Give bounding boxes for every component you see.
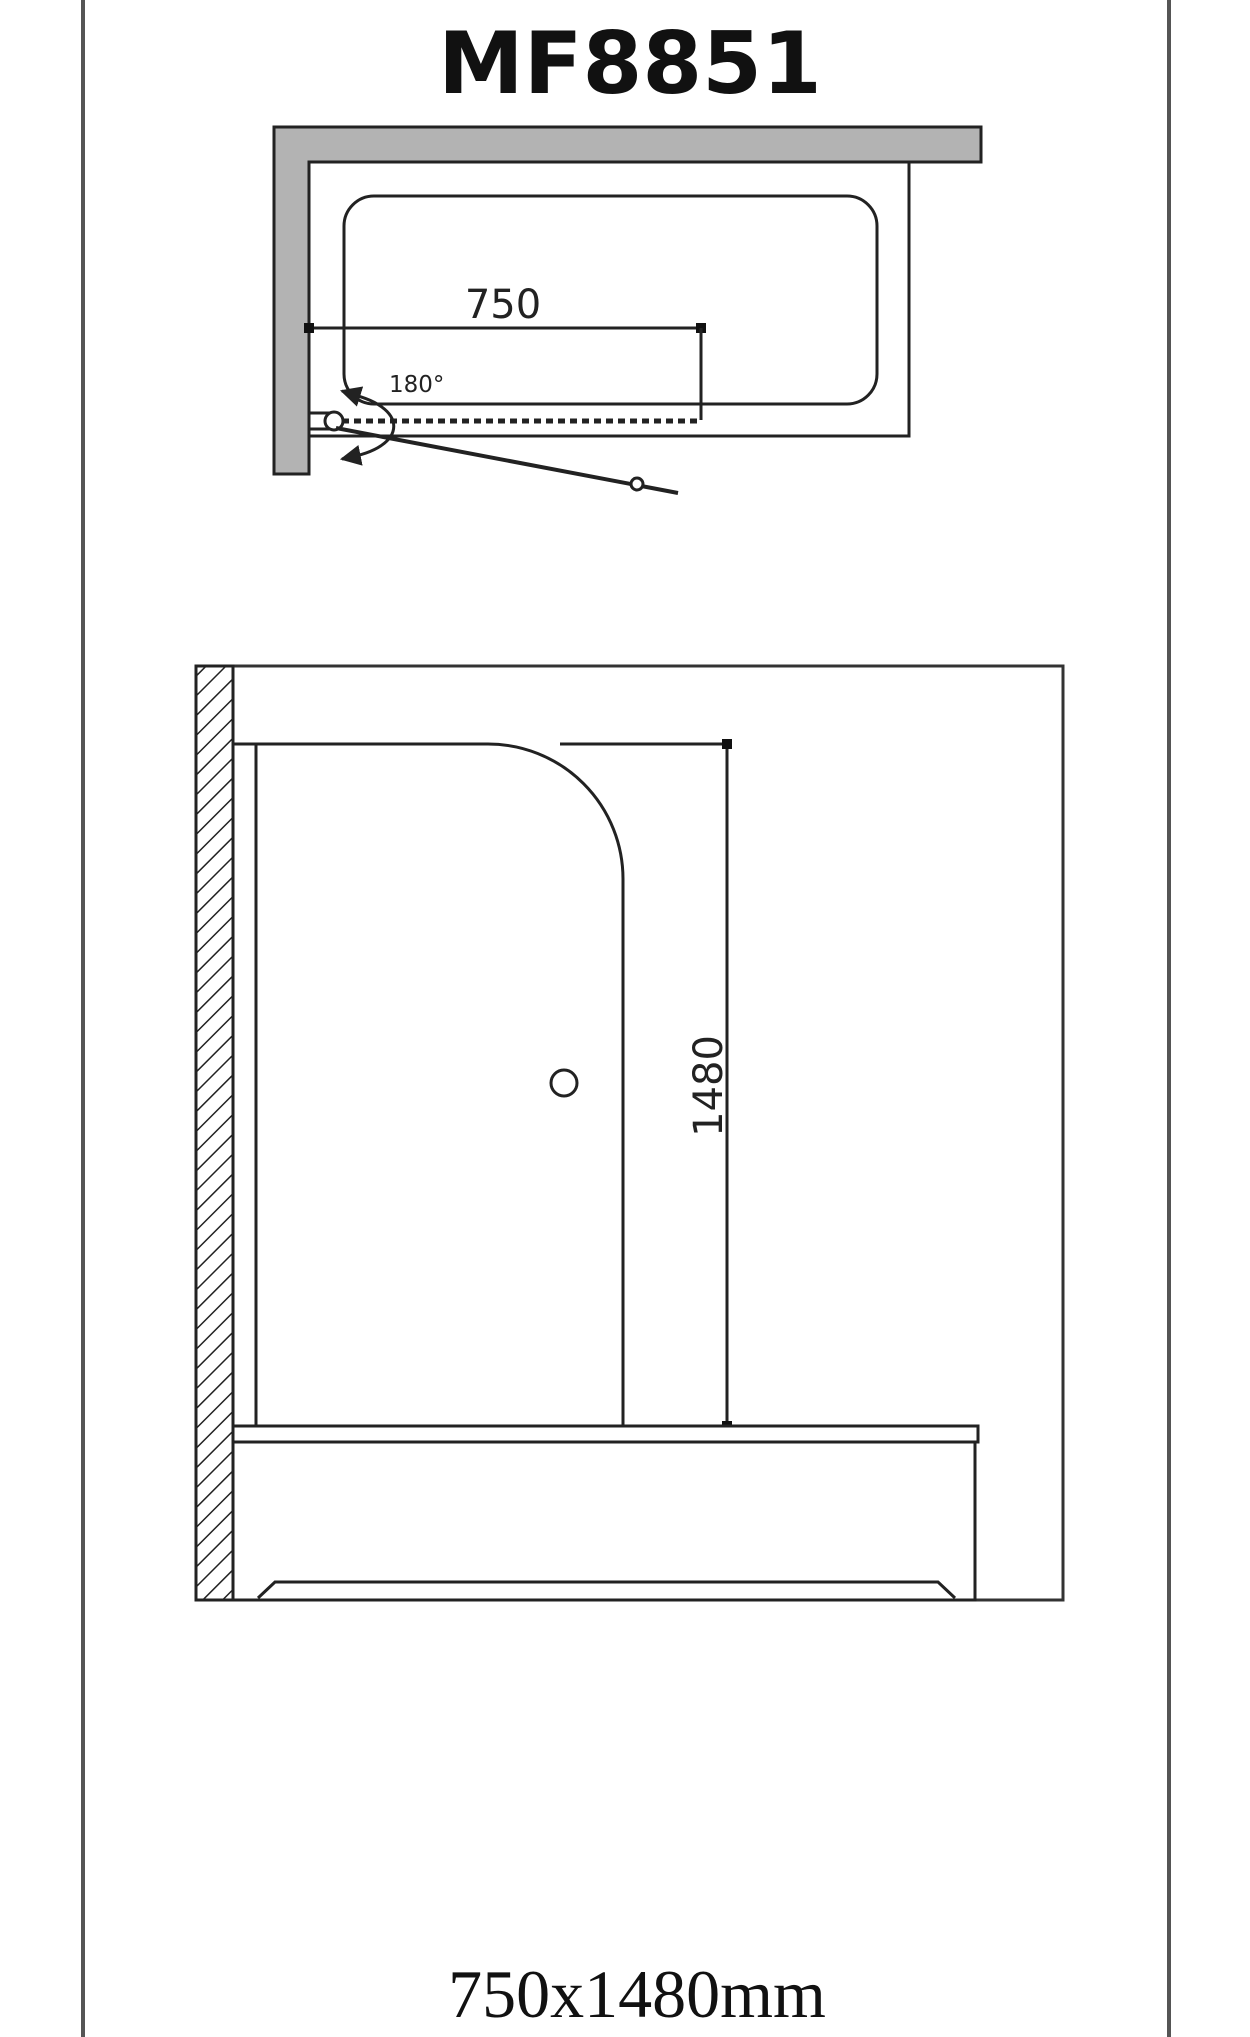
plan-screen-open [335, 426, 679, 495]
elevation-height-label: 1480 [686, 1035, 732, 1137]
plan-bathtub-inner [342, 194, 879, 406]
elevation-wall-profile [231, 742, 258, 1428]
plan-hinge-pivot [323, 410, 345, 432]
model-title: MF8851 [438, 14, 822, 114]
top-view: 750 180° [272, 125, 983, 495]
elevation-handle-knob [549, 1068, 579, 1098]
elevation-wall-hatch [194, 664, 235, 1602]
plan-width-label: 750 [465, 282, 541, 328]
plan-dimension-tick-left [304, 323, 314, 333]
elevation-dim-tick-top [722, 739, 732, 749]
elevation-tub-base [256, 1580, 957, 1600]
plan-swing-arc [344, 391, 396, 460]
plan-bathtub-outer [307, 160, 911, 438]
plan-screen-handle [629, 476, 645, 492]
front-view: 1480 [194, 664, 1065, 1602]
plan-swing-arrow-down [339, 444, 363, 466]
plan-swing-arrow-up [339, 386, 364, 407]
plan-angle-label: 180° [389, 372, 444, 398]
size-label: 750x1480mm [448, 1956, 826, 2032]
elevation-tub-rim [231, 1424, 980, 1444]
elevation-tub-body [231, 1440, 977, 1602]
elevation-glass-panel [254, 742, 625, 1428]
